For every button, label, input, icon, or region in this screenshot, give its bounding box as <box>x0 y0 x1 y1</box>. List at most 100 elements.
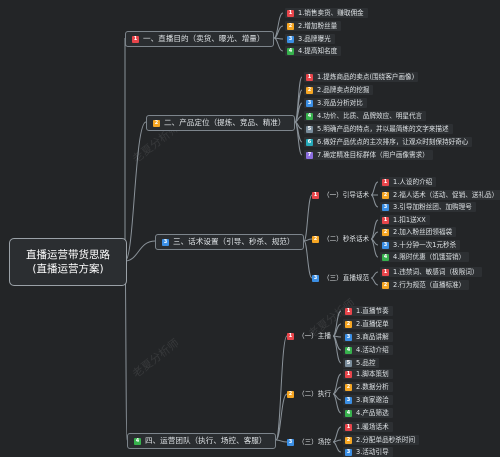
root-topic[interactable]: 直播运营带货思路 (直播运营方案) <box>9 238 127 286</box>
leaf-topic-4-1-2-label: 2.直播促单 <box>356 319 389 328</box>
leaf-topic-3-3-2-label: 2.行为规范（直播标准） <box>393 280 466 289</box>
leaf-topic-3-3-2[interactable]: 2 2.行为规范（直播标准） <box>380 280 470 290</box>
priority-badge-icon: 3 <box>287 439 294 446</box>
leaf-connector-4-2-1 <box>332 373 342 395</box>
branch-topic-3-label: 三、话术设置（引导、秒杀、规范） <box>173 237 295 247</box>
leaf-connector-3-3-1 <box>370 271 379 279</box>
leaf-topic-3-3-1-label: 1.违禁词、敏感词（极限词） <box>393 267 479 276</box>
leaf-connector-2-7 <box>294 121 303 156</box>
leaf-topic-4-3-3-label: 3.活动引导 <box>356 447 389 456</box>
leaf-connector-1-4 <box>273 37 284 52</box>
priority-badge-icon: 2 <box>287 391 294 398</box>
priority-badge-icon: 2 <box>345 383 352 391</box>
leaf-connector-3-3-2 <box>370 277 379 286</box>
priority-badge-icon: 3 <box>306 99 313 107</box>
priority-badge-icon: 1 <box>287 9 294 17</box>
subtopic-3-1[interactable]: 1（一）引导话术 <box>312 190 371 201</box>
priority-badge-icon: 2 <box>287 22 294 30</box>
leaf-topic-3-2-3[interactable]: 3 3.十分钟一次1元秒杀 <box>380 240 461 250</box>
priority-badge-icon: 3 <box>162 238 169 246</box>
priority-badge-icon: 2 <box>382 228 389 236</box>
root-title-line1: 直播运营带货思路 <box>26 249 110 261</box>
leaf-topic-4-3-2-label: 2.分配单品秒杀时间 <box>356 435 416 444</box>
subtopic-4-1[interactable]: 1（一）主播 <box>287 331 333 342</box>
branch-connector-2 <box>124 121 147 262</box>
priority-badge-icon: 3 <box>382 241 389 249</box>
subtopic-4-1-label: （一）主播 <box>298 332 331 341</box>
leaf-topic-4-3-3[interactable]: 3 3.活动引导 <box>343 447 393 457</box>
leaf-topic-4-1-4-label: 4.活动介绍 <box>356 345 389 354</box>
priority-badge-icon: 4 <box>134 437 141 445</box>
priority-badge-icon: 6 <box>306 138 313 146</box>
branch-topic-3[interactable]: 3 三、话术设置（引导、秒杀、规范） <box>155 234 304 250</box>
subtopic-4-3[interactable]: 3（三）场控 <box>287 437 333 448</box>
priority-badge-icon: 2 <box>345 436 352 444</box>
priority-badge-icon: 1 <box>345 307 352 315</box>
priority-badge-icon: 3 <box>312 275 319 282</box>
leaf-connector-1-1 <box>273 12 284 39</box>
leaf-topic-2-3[interactable]: 3 3.竞品分析对比 <box>304 98 367 108</box>
priority-badge-icon: 7 <box>306 151 313 159</box>
priority-badge-icon: 2 <box>382 281 389 289</box>
leaf-topic-1-1-label: 1.销售卖货、赚取佣金 <box>298 8 364 17</box>
sub-connector-3-1 <box>303 194 313 242</box>
priority-badge-icon: 4 <box>306 112 313 120</box>
priority-badge-icon: 2 <box>312 236 319 243</box>
subtopic-4-2[interactable]: 2 （二）执行 <box>287 389 333 400</box>
subtopic-3-3-label: （三）直播规范 <box>323 274 370 283</box>
branch-connector-4 <box>124 260 128 441</box>
leaf-topic-1-1[interactable]: 1 1.销售卖货、赚取佣金 <box>285 8 368 18</box>
leaf-connector-3-2-1 <box>370 219 379 240</box>
leaf-connector-2-1 <box>294 76 303 123</box>
subtopic-4-2-label: （二）执行 <box>298 390 331 399</box>
leaf-connector-3-1-1 <box>370 181 379 196</box>
leaf-connector-3-1-3 <box>370 194 379 208</box>
priority-badge-icon: 1 <box>382 216 389 224</box>
priority-badge-icon: 1 <box>312 192 319 199</box>
leaf-topic-2-3-label: 3.竞品分析对比 <box>317 98 363 107</box>
leaf-connector-4-1-5 <box>332 335 342 364</box>
priority-badge-icon: 3 <box>345 448 352 456</box>
priority-badge-icon: 1 <box>345 423 352 431</box>
priority-badge-icon: 1 <box>306 73 313 81</box>
subtopic-3-3[interactable]: 3 （三）直播规范 <box>312 273 371 284</box>
leaf-connector-3-2-4 <box>370 238 379 258</box>
leaf-topic-3-2-3-label: 3.十分钟一次1元秒杀 <box>393 240 457 249</box>
priority-badge-icon: 4 <box>382 253 389 261</box>
leaf-topic-2-2-label: 2.品牌卖点的挖掘 <box>317 85 370 94</box>
subtopic-3-2[interactable]: 2（二）秒杀话术 <box>312 234 371 245</box>
priority-badge-icon: 3 <box>287 35 294 43</box>
leaf-topic-4-2-4-label: 4.产品筛选 <box>356 408 389 417</box>
priority-badge-icon: 3 <box>382 203 389 211</box>
leaf-topic-4-3-2[interactable]: 2 2.分配单品秒杀时间 <box>343 435 420 445</box>
